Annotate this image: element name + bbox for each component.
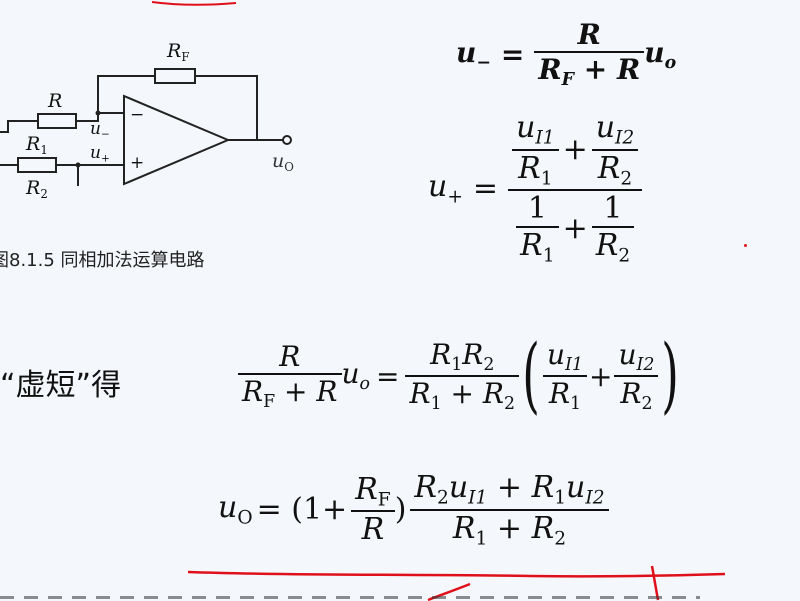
label-r: R <box>48 90 63 112</box>
equation-u-minus: u− = R RF + R uo <box>456 18 677 91</box>
resistor-r1 <box>17 157 57 173</box>
opamp-minus-sign: − <box>130 105 145 125</box>
r-wire <box>0 120 38 133</box>
output-terminal <box>282 135 292 145</box>
label-r2: R2 <box>26 177 48 202</box>
opamp-triangle <box>123 94 231 186</box>
red-dot <box>744 244 747 247</box>
label-u-minus: u− <box>90 119 110 141</box>
figure-caption: 图8.1.5 同相加法运算电路 <box>0 250 205 271</box>
cutoff-text-fragment <box>0 592 700 601</box>
label-r1: R1 <box>26 133 48 158</box>
resistor-r <box>37 113 77 129</box>
label-rf: RF <box>167 40 190 65</box>
top-red-scribble <box>151 1 237 6</box>
label-u-plus: u+ <box>90 143 110 165</box>
label-uo: uO <box>272 150 294 175</box>
opamp-plus-sign: + <box>130 153 145 173</box>
circuit-diagram <box>0 68 292 186</box>
virtual-short-text: “虚短”得 <box>0 368 122 403</box>
feedback-wire <box>97 75 155 113</box>
resistor-rf <box>154 68 196 84</box>
